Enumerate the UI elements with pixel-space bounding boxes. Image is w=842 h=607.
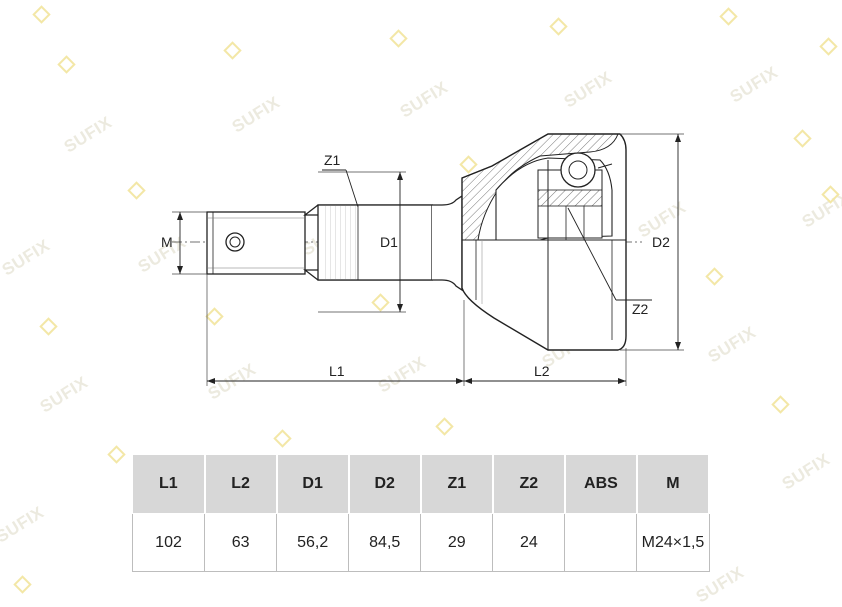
value-z2: 24 xyxy=(492,513,566,572)
label-d2: D2 xyxy=(652,234,670,250)
value-z1: 29 xyxy=(420,513,494,572)
label-m: M xyxy=(161,234,173,250)
header-d1: D1 xyxy=(276,454,350,514)
specs-table: L1 L2 D1 D2 Z1 Z2 ABS M 102 63 56,2 84,5… xyxy=(131,454,711,572)
value-l2: 63 xyxy=(204,513,278,572)
pin-hole xyxy=(225,232,245,252)
threaded-end xyxy=(206,211,306,275)
watermark-text: SUFIX xyxy=(0,502,48,547)
label-z1: Z1 xyxy=(324,152,341,168)
value-d2: 84,5 xyxy=(348,513,422,572)
header-d2: D2 xyxy=(348,454,422,514)
specs-value-row: 102 63 56,2 84,5 29 24 M24×1,5 xyxy=(131,513,710,572)
header-abs: ABS xyxy=(564,454,638,514)
label-z2: Z2 xyxy=(632,301,649,317)
specs-header-row: L1 L2 D1 D2 Z1 Z2 ABS M xyxy=(131,454,711,514)
header-l2: L2 xyxy=(204,454,278,514)
value-abs xyxy=(564,513,638,572)
header-l1: L1 xyxy=(131,454,206,514)
value-m: M24×1,5 xyxy=(636,513,710,572)
watermark-text: SUFIX xyxy=(778,449,834,494)
header-z1: Z1 xyxy=(420,454,494,514)
ball xyxy=(560,152,596,188)
label-l2: L2 xyxy=(534,363,550,379)
label-d1: D1 xyxy=(380,234,398,250)
value-d1: 56,2 xyxy=(276,513,350,572)
label-l1: L1 xyxy=(329,363,345,379)
value-l1: 102 xyxy=(131,513,206,572)
header-z2: Z2 xyxy=(492,454,566,514)
watermark-mark xyxy=(13,575,32,594)
cv-joint-drawing: M D1 D2 Z1 Z2 L1 L2 xyxy=(161,133,684,386)
header-m: M xyxy=(636,454,711,514)
